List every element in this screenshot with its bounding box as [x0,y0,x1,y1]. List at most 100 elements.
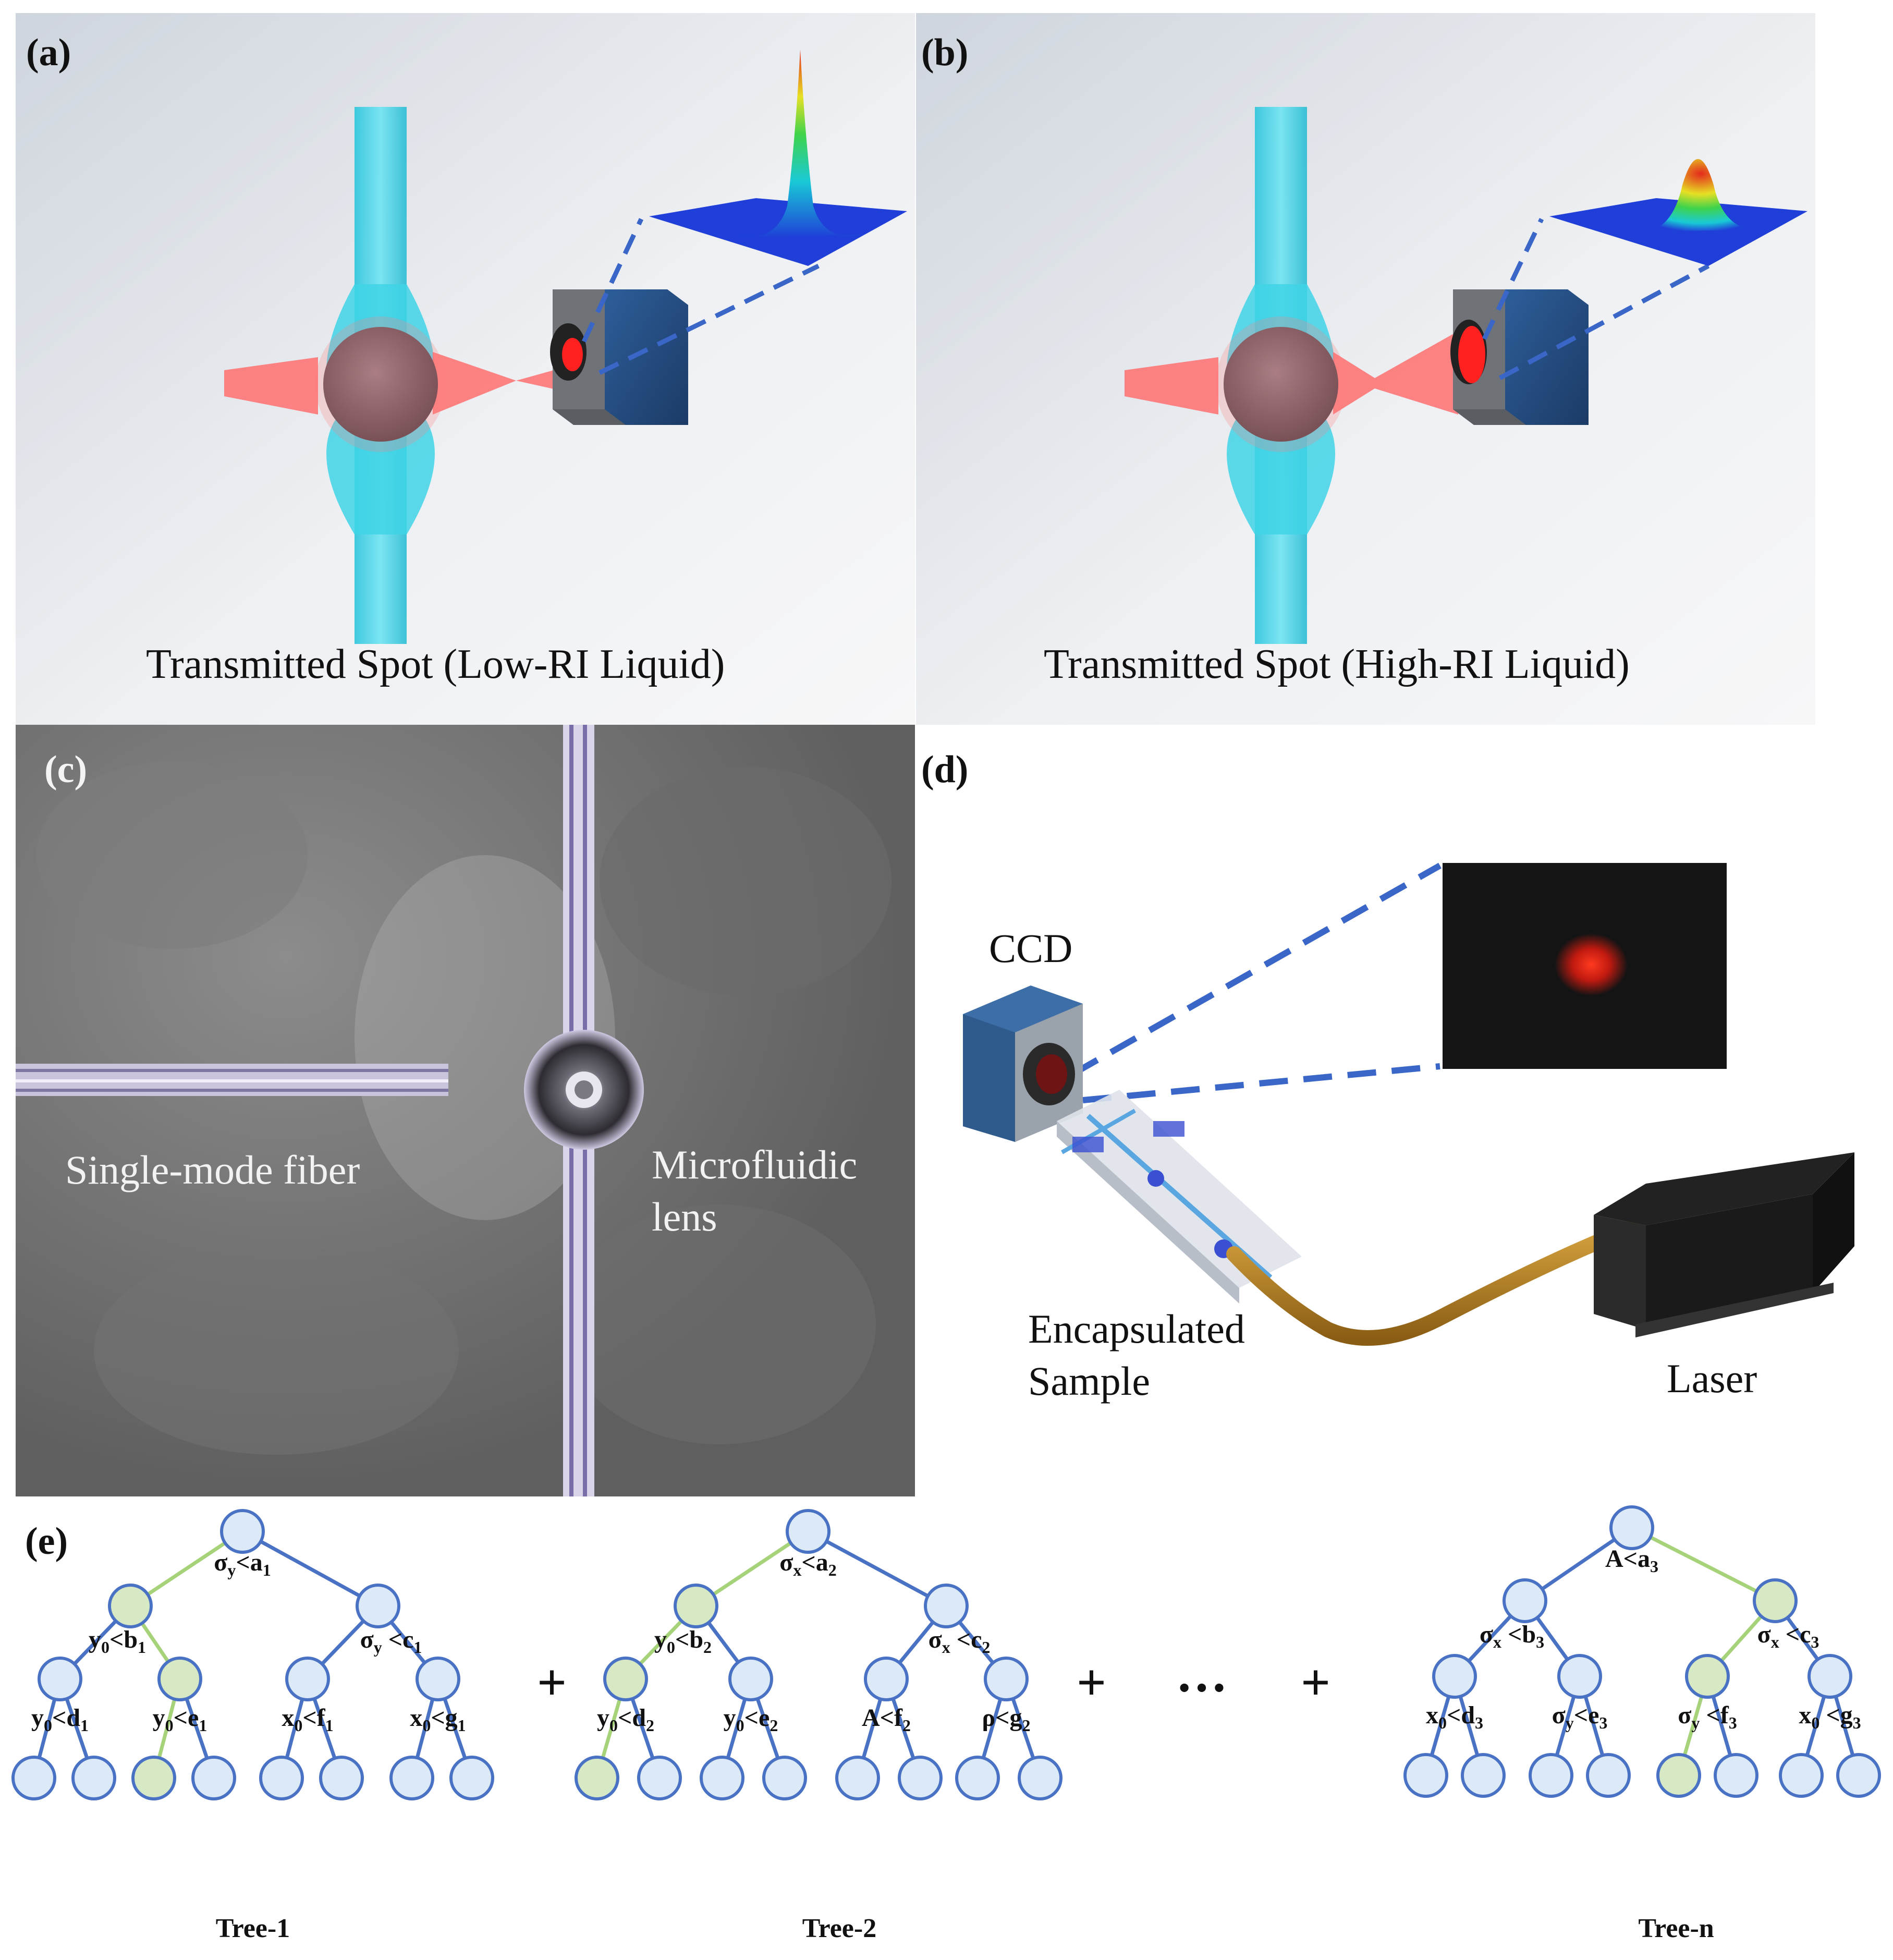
ccd-label: CCD [989,926,1072,971]
tree-internal-node [603,1657,648,1701]
split-condition-level3: y0<e2 [724,1704,778,1735]
camera-block [1450,289,1589,425]
tree-edge [241,1529,379,1608]
focused-beam [1333,331,1458,415]
tree-edge [129,1530,243,1608]
tree-leaf-node [1403,1753,1448,1798]
setup-illustration: (d) [916,725,1893,1496]
camera-block [550,289,688,425]
tree-edge [695,1530,809,1608]
panel-b: (b) Transmitted Spot (High-RI Liquid) [916,13,1815,725]
tree-leaf-node [1018,1756,1062,1800]
single-mode-fiber [16,1064,448,1096]
split-condition-level2: y0<b1 [89,1626,146,1657]
tree-leaf-node [575,1756,619,1800]
tree-internal-node [157,1657,202,1701]
operator-plus-3: + [1301,1653,1330,1711]
tree-leaf-node [259,1756,304,1800]
panel-a: (a) Transmitted Spot (Low-RI Liquid) [16,13,915,725]
liquid-lens-ball [323,327,438,442]
split-condition-level2: σy <c1 [360,1626,422,1657]
sample-label-line2: Sample [1028,1358,1150,1404]
tree-internal-node [1503,1578,1547,1623]
tree-leaf-node [835,1756,880,1800]
split-condition-level3: σy<e3 [1552,1701,1608,1732]
tree-leaf-node [319,1756,364,1800]
panel-b-illustration: (b) Transmitted Spot (High-RI Liquid) [916,13,1815,725]
intensity-profile-plane [1549,198,1807,266]
split-condition-level3: y0<e1 [153,1704,207,1735]
transmitted-spot [1458,326,1485,383]
laser-fiber-cable [1226,1215,1654,1346]
panel-a-illustration: (a) Transmitted Spot (Low-RI Liquid) [16,13,915,725]
split-condition-level2: σx <b3 [1480,1621,1544,1651]
split-condition-root: σx<a2 [779,1549,836,1579]
tree-leaf-node [1836,1753,1881,1798]
tree-name: Tree-1 [216,1914,290,1943]
panel-b-caption: Transmitted Spot (High-RI Liquid) [1044,641,1630,687]
tree-root-node [1609,1505,1654,1550]
tree-internal-node [1432,1654,1477,1699]
laser-box [1594,1152,1854,1337]
split-condition-level3: σy <f3 [1678,1701,1737,1732]
tree-internal-node [984,1657,1029,1701]
split-condition-level3: x0<d3 [1426,1701,1483,1732]
split-condition-level3: y0<d1 [31,1704,89,1735]
tree-internal-node [416,1657,460,1701]
operator-ellipsis: ··· [1176,1659,1228,1716]
ccd-camera [963,985,1083,1142]
intensity-peak-narrow [735,50,863,238]
tree-edge [807,1529,947,1608]
encapsulated-sample-chip [1057,1090,1302,1304]
tree-leaf-node [1714,1753,1758,1798]
tree-leaf-node [389,1756,434,1800]
split-condition-level3: x0<f1 [282,1704,333,1735]
liquid-lens-ball [1224,327,1338,442]
tree-internal-node [1557,1654,1602,1699]
intensity-peak-broad [1641,159,1761,232]
panel-a-caption: Transmitted Spot (Low-RI Liquid) [146,641,725,687]
split-condition-root: A<a3 [1605,1545,1658,1576]
tree-leaf-node [71,1756,116,1800]
tree-name: Tree-2 [802,1914,876,1943]
incident-beam [1125,357,1218,415]
tree-root-node [786,1509,831,1554]
tree-leaf-node [131,1756,176,1800]
split-condition-level3: x0<g1 [410,1704,466,1735]
tree-leaf-node [637,1756,682,1800]
tree-leaf-node [1779,1753,1824,1798]
tree-root-node [220,1509,265,1554]
tree-internal-node [38,1657,82,1701]
tree-leaf-node [1656,1753,1701,1798]
sample-label-line1: Encapsulated [1028,1306,1245,1352]
focused-beam [433,352,563,415]
tree-internal-node [1807,1654,1852,1699]
tree-leaf-node [955,1756,1000,1800]
fiber-label: Single-mode fiber [65,1147,360,1192]
tree-internal-node [356,1584,400,1628]
panel-c: (c) Single-mode fiber Microfluidic lens [16,725,915,1496]
split-condition-level3: ρ<g2 [982,1704,1030,1735]
tree-internal-node [1685,1654,1730,1699]
tree-leaf-node [1586,1753,1631,1798]
split-condition-root: σy<a1 [214,1549,271,1579]
micrograph: (c) Single-mode fiber Microfluidic lens [16,725,915,1496]
tree-leaf-node [449,1756,494,1800]
transmitted-spot [562,338,583,371]
tree-internal-node [285,1657,330,1701]
tree-name: Tree-n [1638,1914,1714,1943]
panel-c-label: (c) [44,748,87,791]
split-condition-level2: σx <c3 [1757,1621,1819,1651]
tree-leaf-node [11,1756,56,1800]
tree-leaf-node [191,1756,236,1800]
tree-leaf-node [1529,1753,1573,1798]
tree-leaf-node [1461,1753,1506,1798]
split-condition-level2: y0<b2 [654,1626,712,1657]
operator-plus-2: + [1077,1653,1106,1711]
split-condition-level3: x0 <g3 [1799,1701,1861,1732]
lens-label-line1: Microfluidic [652,1142,857,1187]
panel-d-label: (d) [921,748,968,791]
tree-edge [1631,1526,1776,1603]
tree-leaf-node [898,1756,943,1800]
